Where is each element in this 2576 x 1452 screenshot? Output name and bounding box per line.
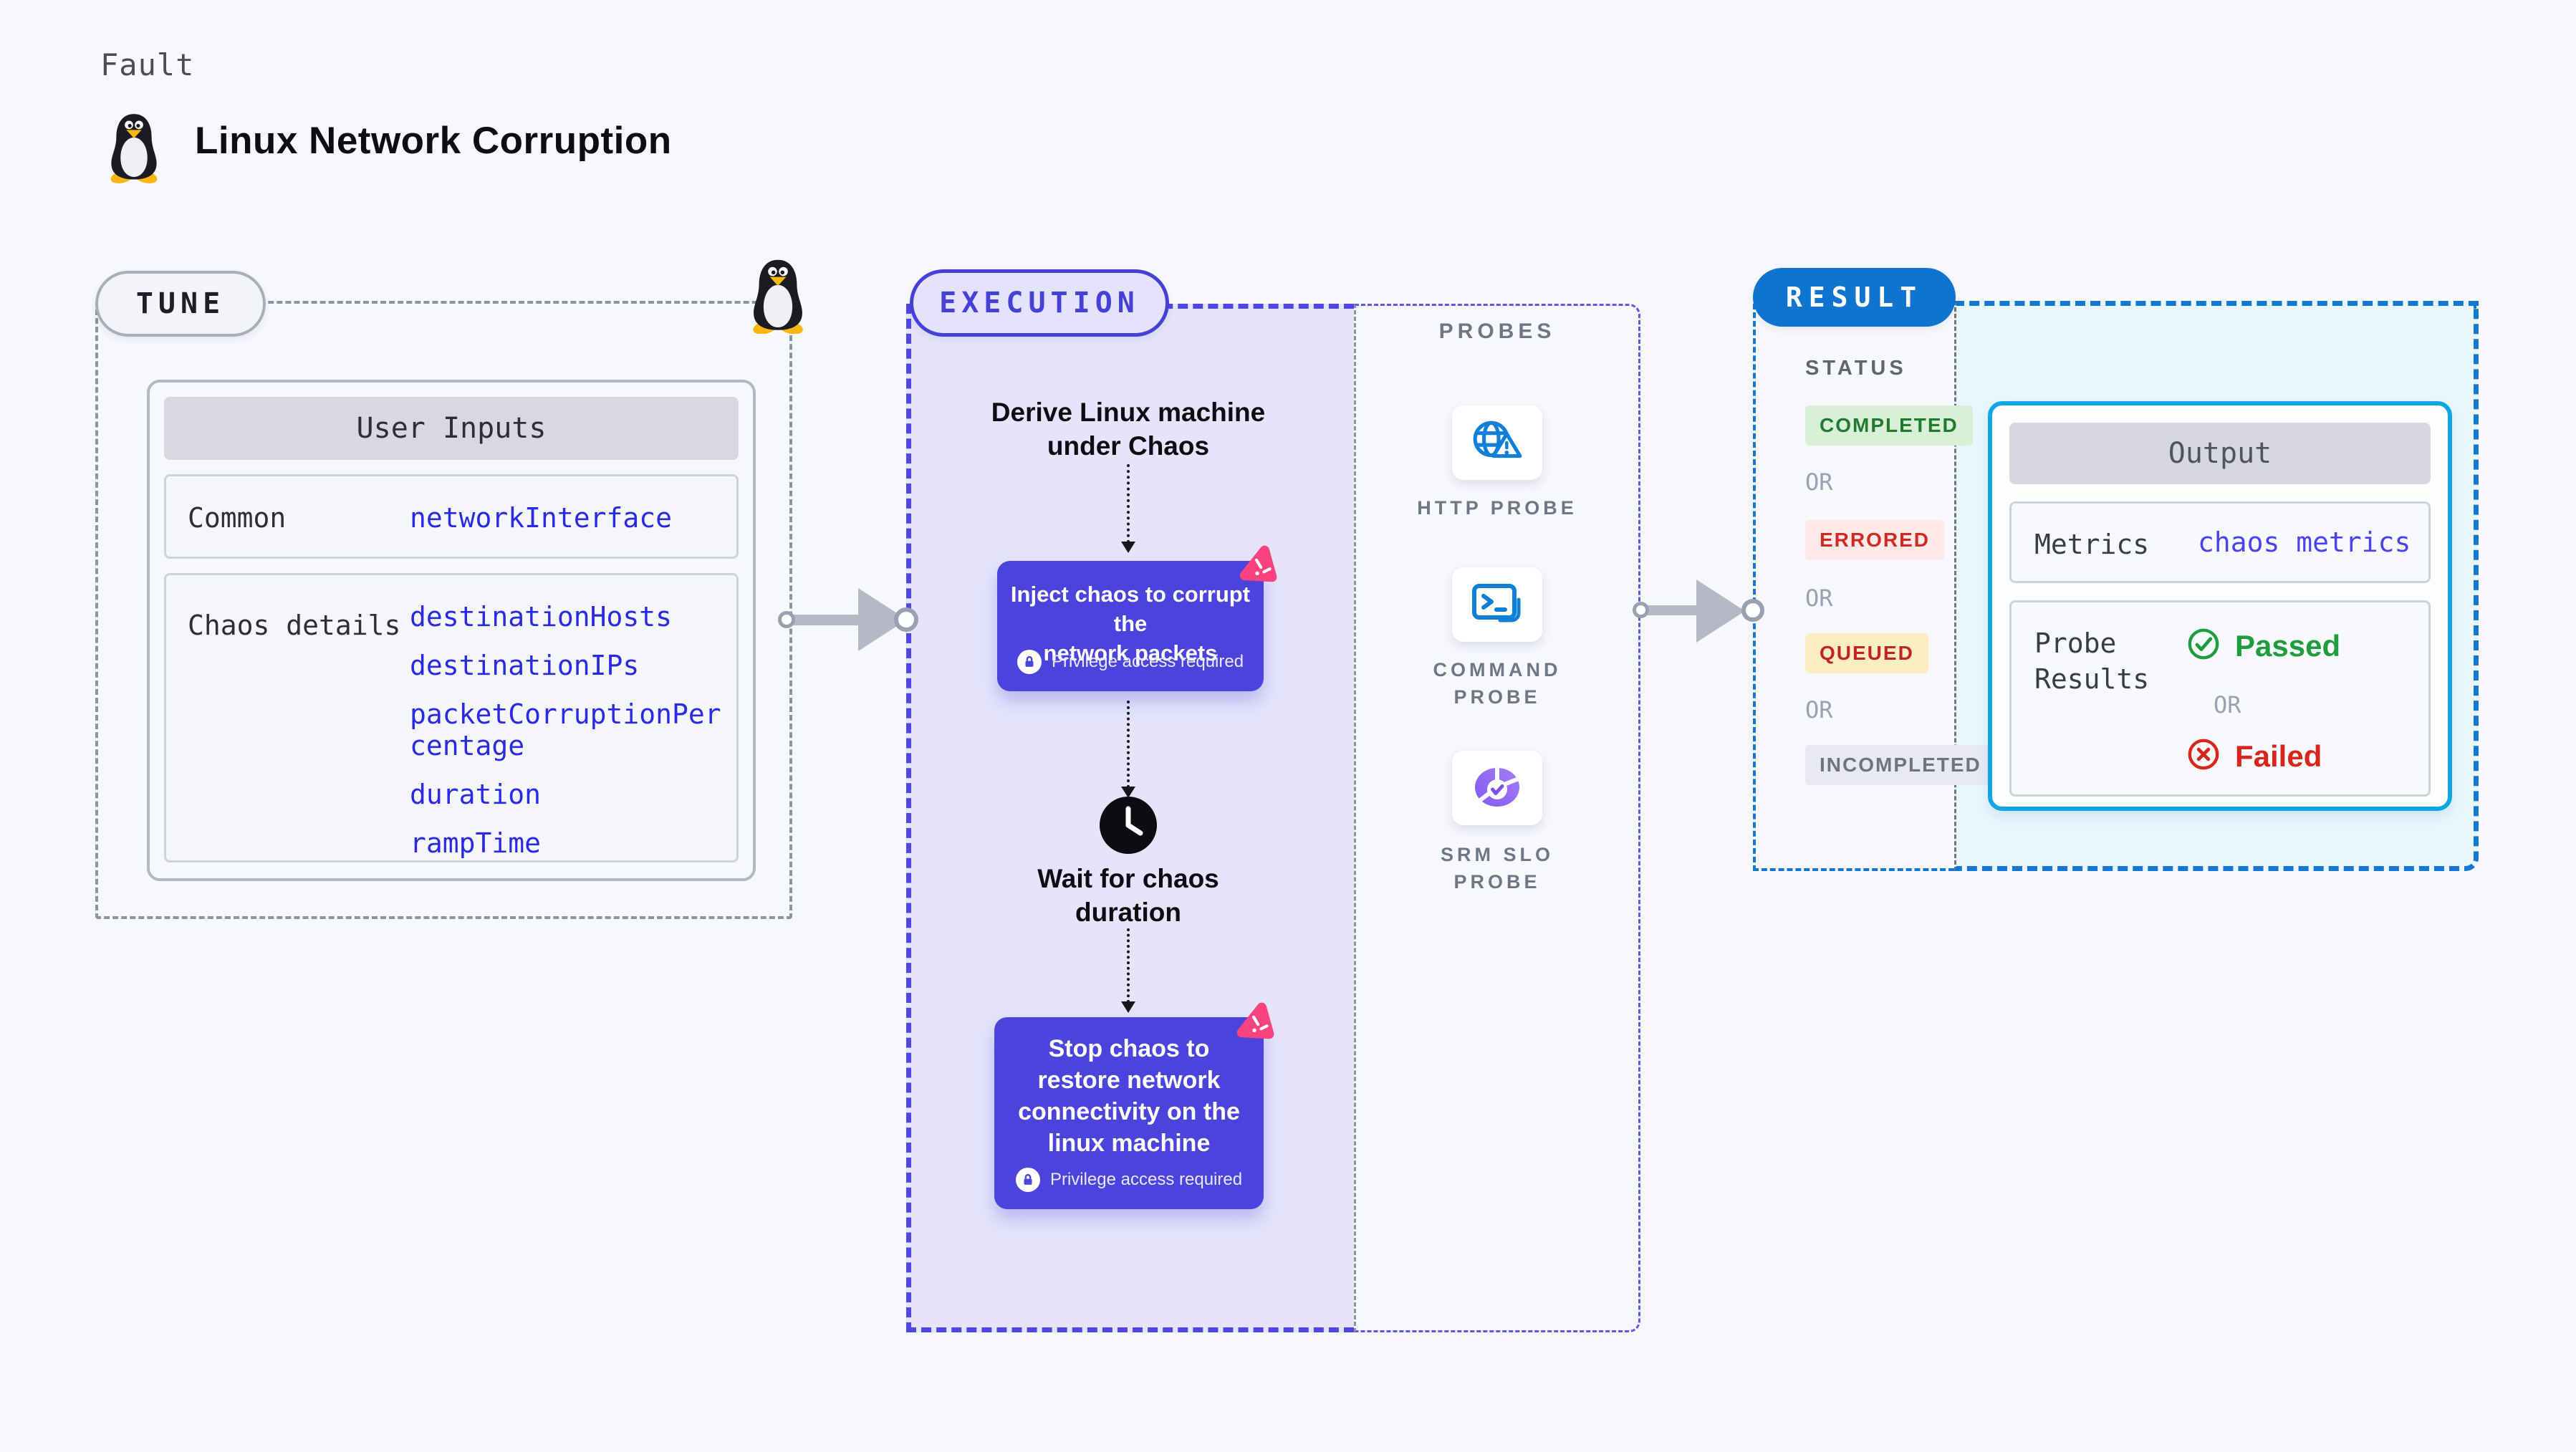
connector-dot [894, 607, 918, 632]
or-separator: OR [1805, 585, 1833, 612]
page-title: Linux Network Corruption [195, 120, 672, 162]
status-label: STATUS [1805, 357, 1907, 380]
check-circle-icon [2186, 627, 2221, 665]
row-value: networkInterface [410, 502, 673, 534]
user-inputs-title: User Inputs [164, 397, 739, 460]
metrics-value: chaos metrics [2198, 527, 2411, 558]
failed-row: Failed [2186, 737, 2322, 775]
row-value: destinationHosts [410, 601, 673, 633]
result-status-box [1753, 304, 1954, 871]
connector-dot [778, 611, 795, 628]
row-value: packetCorruptionPercentage [410, 698, 721, 761]
step-derive-machine: Derive Linux machine under Chaos [991, 398, 1266, 461]
user-inputs-card: User Inputs Common networkInterface Chao… [147, 380, 756, 881]
or-separator: OR [1805, 696, 1833, 723]
passed-row: Passed [2186, 627, 2340, 665]
or-separator: OR [1805, 468, 1833, 496]
tune-section-box [95, 301, 792, 919]
metrics-label: Metrics [2034, 529, 2150, 560]
flow-arrow [1127, 464, 1130, 543]
http-probe-card [1452, 405, 1542, 480]
result-badge: RESULT [1753, 268, 1956, 327]
probes-label: PROBES [1438, 319, 1556, 343]
command-probe-card [1452, 567, 1542, 642]
row-label: Common [188, 502, 287, 534]
output-title: Output [2009, 423, 2431, 484]
output-card: Output Metrics chaos metrics Probe Resul… [1988, 401, 2452, 811]
row-value: duration [410, 779, 542, 810]
flow-arrow [1127, 701, 1130, 788]
connector-arrow-line [1646, 605, 1702, 615]
srm-slo-probe-label: SRM SLO PROBE [1440, 844, 1554, 893]
connector-dot [1633, 602, 1649, 618]
terminal-icon [1471, 582, 1523, 628]
output-probe-results-row: Probe Results Passed OR F [2009, 600, 2431, 797]
step-title: Inject chaos to corrupt the network pack… [1010, 582, 1251, 665]
fault-eyebrow: Fault [100, 47, 195, 82]
lock-icon [1017, 650, 1042, 674]
status-badge-completed: COMPLETED [1805, 405, 1973, 446]
privilege-note: Privilege access required [1049, 1170, 1243, 1189]
row-values: destinationHosts destinationIPs packetCo… [410, 601, 734, 876]
clock-icon [1098, 795, 1158, 855]
x-circle-icon [2186, 737, 2221, 775]
user-inputs-row-chaos-details: Chaos details destinationHosts destinati… [164, 573, 739, 862]
row-label: Chaos details [188, 610, 401, 641]
privilege-row: Privilege access required [994, 1168, 1264, 1192]
inject-chaos-step: Inject chaos to corrupt the network pack… [997, 561, 1264, 691]
step-wait-duration: Wait for chaos duration [1037, 864, 1219, 927]
passed-label: Passed [2235, 628, 2341, 663]
step-title: Stop chaos to restore network connectivi… [1018, 1035, 1240, 1157]
tux-penguin-icon [746, 258, 809, 335]
connector-arrow-line [792, 615, 864, 625]
failed-label: Failed [2235, 739, 2322, 773]
privilege-note: Privilege access required [1051, 652, 1244, 671]
stop-chaos-step: Stop chaos to restore network connectivi… [994, 1017, 1264, 1209]
tux-penguin-icon [105, 112, 163, 183]
lock-icon [1015, 1168, 1040, 1192]
slo-chart-icon [1470, 763, 1524, 814]
status-badge-errored: ERRORED [1805, 520, 1945, 560]
status-badge-queued: QUEUED [1805, 633, 1928, 673]
connector-dot [1741, 599, 1764, 622]
chaos-experiment-icon [1234, 543, 1279, 587]
flow-arrow-head [1121, 542, 1135, 553]
flow-arrow-head [1121, 787, 1135, 798]
http-probe-label: HTTP PROBE [1417, 497, 1577, 519]
srm-slo-probe-card [1452, 751, 1542, 825]
or-separator: OR [2214, 691, 2241, 718]
execution-badge: EXECUTION [910, 269, 1169, 337]
status-badge-incompleted: INCOMPLETED [1805, 745, 1996, 785]
privilege-row: Privilege access required [997, 650, 1264, 674]
flow-arrow [1127, 928, 1130, 1003]
flow-arrow-head [1121, 1001, 1135, 1013]
globe-warning-icon [1470, 418, 1524, 468]
output-metrics-row: Metrics chaos metrics [2009, 501, 2431, 583]
tune-badge: TUNE [95, 271, 266, 337]
probe-results-label: Probe Results [2034, 628, 2150, 695]
chaos-experiment-icon [1231, 1000, 1277, 1044]
user-inputs-row-common: Common networkInterface [164, 474, 739, 559]
row-value: rampTime [410, 827, 542, 859]
connector-arrow-head [1696, 580, 1745, 643]
row-value: destinationIPs [410, 650, 640, 681]
command-probe-label: COMMAND PROBE [1433, 659, 1562, 708]
